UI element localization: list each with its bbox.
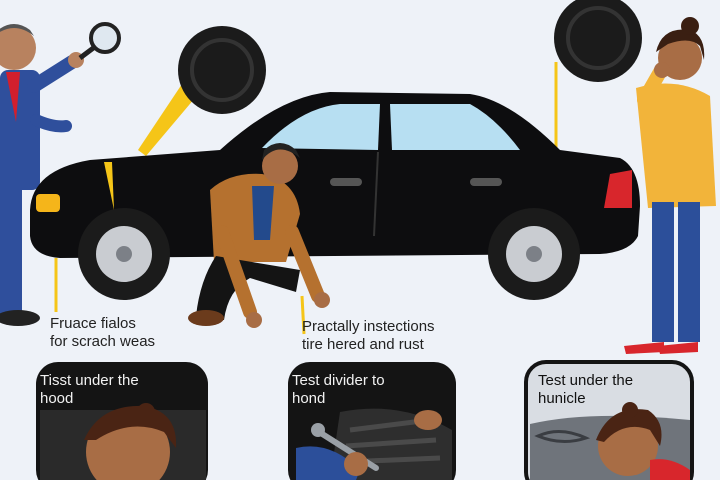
sweater [252, 186, 274, 240]
indicator-line-center [300, 295, 306, 335]
hand-right [314, 292, 330, 308]
arm-right [285, 225, 325, 303]
suit-pants [0, 180, 22, 320]
shoe [188, 310, 224, 326]
hair-bun [681, 17, 699, 35]
caption-tire-rust-check: Practally instections tire hered and rus… [302, 318, 462, 354]
callout-pointer [138, 78, 200, 156]
panel-label-line: Tisst under the [40, 372, 139, 389]
panel-label-line: Test under the [538, 372, 634, 389]
gauge-head [311, 423, 325, 437]
hair-bun [622, 402, 638, 418]
hand-front [344, 452, 368, 476]
shoe-right [658, 342, 698, 354]
tire-callout-left [138, 26, 266, 156]
door-handle-front [330, 178, 362, 186]
panel-tire-tread [288, 362, 456, 480]
shoe-left [624, 342, 664, 354]
head [262, 148, 298, 184]
sleeve [296, 446, 360, 480]
taillight [604, 170, 632, 208]
hair-bun [137, 403, 155, 421]
door-handle-rear [470, 178, 502, 186]
rear-wheel [488, 208, 580, 300]
raised-arm [27, 55, 79, 93]
rear-window [390, 104, 520, 150]
hand [654, 62, 670, 78]
worried-woman [624, 17, 716, 354]
caption-line: tire hered and rust [302, 336, 424, 353]
hair [656, 29, 705, 60]
panel-label-line: hunicle [538, 390, 586, 407]
panel-label-line: Test divider to [292, 372, 385, 389]
head [0, 26, 36, 70]
man-with-magnifier [0, 22, 121, 326]
black-sedan [30, 92, 640, 258]
hair [262, 143, 300, 160]
pants-left [652, 202, 674, 342]
tire-tread [566, 6, 630, 70]
suit-jacket [0, 70, 40, 190]
tire-tread [190, 38, 254, 102]
front-window [262, 104, 380, 150]
indicator-pointer-wheel [104, 162, 114, 210]
crouching-man [188, 143, 330, 328]
caption-scratch-check: Fruace fialos for scrach weas [50, 315, 230, 351]
panel-label-under-hood: Tisst under the hood [40, 372, 190, 408]
hair [596, 409, 662, 446]
shirt [650, 459, 690, 480]
headlight [36, 194, 60, 212]
cable [534, 430, 591, 443]
panel-label-line: hond [292, 390, 326, 407]
hair [0, 24, 34, 36]
hub [116, 246, 132, 262]
lower-arm [30, 114, 72, 133]
hand-left [246, 312, 262, 328]
sweater [636, 83, 716, 208]
caption-line: Fruace fialos [50, 315, 136, 332]
shoe [0, 310, 40, 326]
panel-label-line: hood [40, 390, 74, 407]
pants-right [678, 202, 700, 342]
panel-under-hood [36, 362, 208, 480]
arm [637, 65, 667, 107]
hub [526, 246, 542, 262]
panel-label-tire: Test divider to hond [292, 372, 442, 408]
hand-back [414, 410, 442, 430]
caption-line: Practally instections [302, 318, 435, 335]
pants [196, 256, 300, 320]
caption-line: for scrach weas [50, 333, 156, 350]
tie [6, 72, 20, 122]
door-seam [373, 151, 379, 237]
panel-under-vehicle [524, 360, 694, 480]
panel-label-under-vehicle: Test under the hunicle [538, 372, 688, 408]
arm-left [215, 225, 257, 319]
front-wheel [78, 208, 170, 300]
magnifier-icon [89, 22, 121, 54]
